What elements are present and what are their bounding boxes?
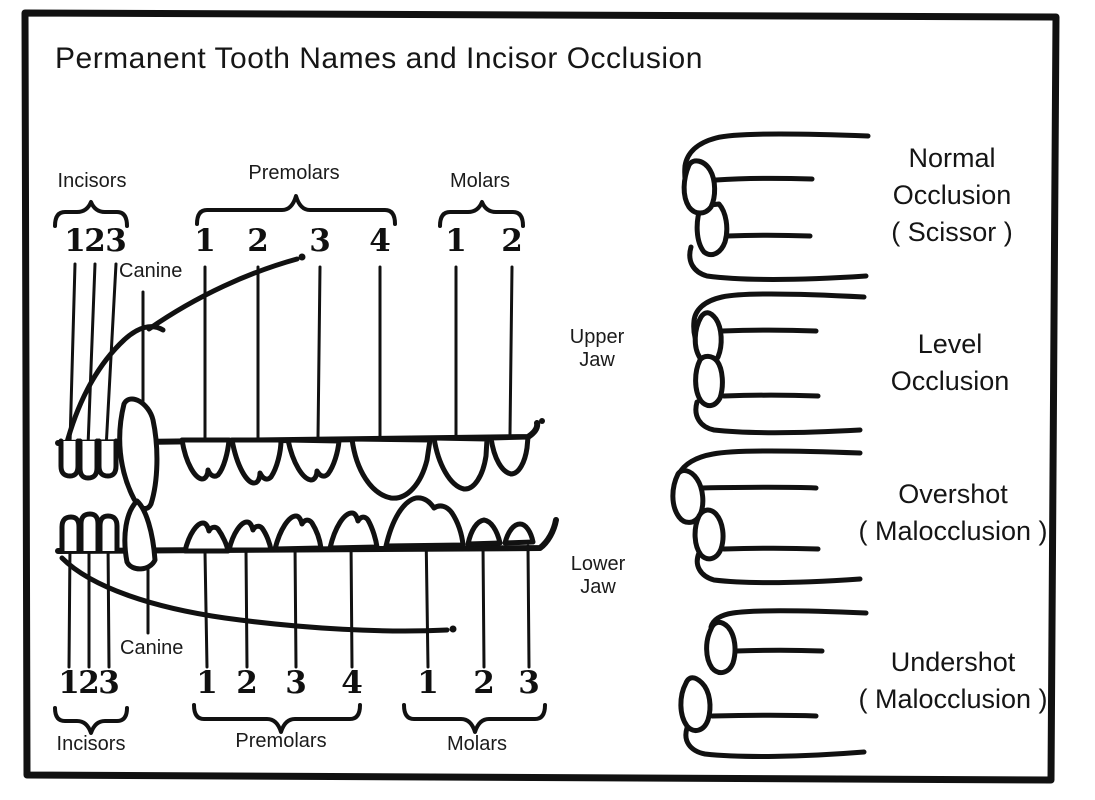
lower-molar-number: 1 bbox=[417, 665, 439, 701]
upper-molars-label: Molars bbox=[449, 170, 511, 192]
upper-canine-tooth bbox=[117, 396, 160, 512]
upper-incisor-teeth bbox=[58, 438, 81, 479]
upper-premolar-number: 4 bbox=[369, 223, 391, 259]
upper-molar-2 bbox=[488, 434, 531, 477]
occlusion-undershot-drawing bbox=[678, 608, 869, 759]
lower-premolars-label: Premolars bbox=[235, 730, 327, 752]
upper-incisor-number: 2 bbox=[84, 223, 106, 259]
upper-jaw-drawing bbox=[55, 253, 545, 512]
occlusion-normal-drawing bbox=[681, 131, 871, 282]
upper-canine-label: Canine bbox=[119, 260, 183, 282]
occlusion-overshot-drawing bbox=[670, 448, 863, 586]
lower-premolar-number: 3 bbox=[285, 665, 307, 701]
lower-molar-number: 3 bbox=[518, 665, 540, 701]
lower-premolar-2 bbox=[226, 519, 274, 553]
occlusion-undershot-label: Undershot ( Malocclusion ) bbox=[858, 647, 1048, 714]
lower-premolar-3 bbox=[272, 513, 324, 552]
lower-teeth-bar bbox=[55, 517, 559, 554]
lower-molar-number: 2 bbox=[473, 665, 495, 701]
upper-jaw-label: Upper Jaw bbox=[569, 326, 625, 371]
upper-incisors-label: Incisors bbox=[57, 170, 127, 192]
upper-premolar-number: 3 bbox=[309, 223, 331, 259]
lower-premolar-4 bbox=[327, 510, 380, 551]
lower-premolar-1 bbox=[182, 520, 231, 554]
upper-incisor-number: 3 bbox=[105, 223, 127, 259]
frame-border bbox=[21, 9, 1060, 784]
occlusion-level-drawing bbox=[691, 291, 867, 436]
lower-premolar-number: 4 bbox=[341, 665, 363, 701]
lower-premolar-number: 2 bbox=[236, 665, 258, 701]
upper-leader-lines bbox=[68, 262, 514, 484]
upper-molar-1 bbox=[431, 435, 490, 492]
lower-incisor-number: 2 bbox=[78, 665, 100, 701]
lower-jaw-label: Lower Jaw bbox=[570, 553, 626, 598]
upper-braces bbox=[53, 194, 525, 228]
lower-jaw-outline bbox=[59, 555, 450, 634]
upper-muzzle-curve bbox=[146, 256, 300, 332]
lower-braces bbox=[53, 703, 547, 735]
lower-canine-tooth bbox=[122, 498, 158, 572]
lower-incisor-number: 3 bbox=[98, 665, 120, 701]
occlusion-overshot-label: Overshot ( Malocclusion ) bbox=[858, 479, 1048, 546]
lower-jaw-drawing bbox=[55, 495, 559, 634]
lower-molar-3 bbox=[502, 521, 536, 546]
upper-premolar-number: 2 bbox=[247, 223, 269, 259]
lower-molar-1 bbox=[383, 495, 466, 549]
lower-premolar-number: 1 bbox=[196, 665, 218, 701]
upper-molar-number: 2 bbox=[501, 223, 523, 259]
lower-incisors-label: Incisors bbox=[56, 733, 126, 755]
upper-molar-number: 1 bbox=[445, 223, 467, 259]
page-title: Permanent Tooth Names and Incisor Occlus… bbox=[55, 42, 703, 75]
upper-premolar-2 bbox=[229, 437, 284, 486]
lower-molar-2 bbox=[465, 517, 503, 547]
lower-incisor-teeth bbox=[59, 514, 82, 554]
lower-molars-label: Molars bbox=[446, 733, 508, 755]
lower-canine-label: Canine bbox=[120, 637, 184, 659]
occlusion-level-label: Level Occlusion bbox=[890, 329, 1010, 396]
occlusion-normal-label: Normal Occlusion ( Scissor ) bbox=[891, 143, 1013, 247]
upper-premolar-4 bbox=[349, 436, 433, 501]
lower-leader-lines bbox=[67, 528, 531, 669]
upper-premolar-number: 1 bbox=[194, 223, 216, 259]
upper-premolars-label: Premolars bbox=[248, 162, 340, 184]
upper-incisor-number: 1 bbox=[64, 223, 86, 259]
upper-premolar-3 bbox=[285, 437, 342, 483]
lower-incisor-number: 1 bbox=[58, 665, 80, 701]
upper-premolar-1 bbox=[179, 437, 232, 482]
